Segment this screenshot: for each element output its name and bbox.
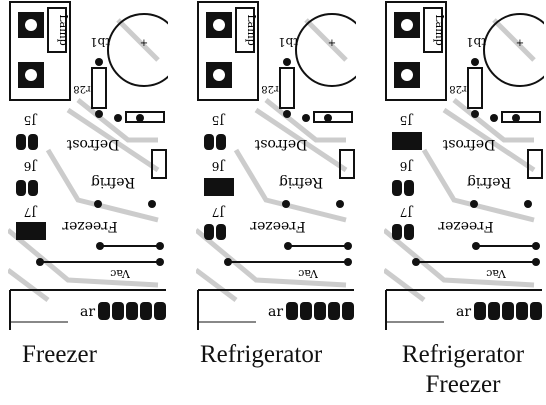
freezer-label: Freezer <box>250 218 306 234</box>
tb1-label: tb1 <box>278 35 298 49</box>
j5-label: J5 <box>212 113 226 127</box>
board-panel-refrigerator-freezer: Lamp + tb1 r28 J5 Defrost J6 Refrig J7 F… <box>384 0 544 332</box>
connector-pins <box>474 302 542 320</box>
ar-label: ar <box>456 304 471 320</box>
jumper-j7 <box>204 224 226 240</box>
circuit-board: Lamp + tb1 r28 J5 Defrost J6 Refrig J7 F… <box>196 1 356 330</box>
refrig-label: Refrig <box>467 174 511 190</box>
lamp-label: Lamp <box>57 14 70 45</box>
refrig-label: Refrig <box>279 174 323 190</box>
resistor <box>91 67 107 109</box>
caption-freezer: Freezer <box>22 340 97 370</box>
jumper-j5 <box>16 134 38 150</box>
tb1-label: tb1 <box>466 35 486 49</box>
circuit-board: Lamp + tb1 r28 J5 Defrost J6 Refrig J7 F… <box>384 1 544 330</box>
jumper-j6 <box>16 180 38 196</box>
refrig-label: Refrig <box>91 174 135 190</box>
pcb-traces <box>8 18 160 302</box>
freezer-label: Freezer <box>62 218 118 234</box>
board-panel-freezer: Lamp + tb1 r28 J5 Defrost J6 Refrig <box>8 0 168 332</box>
j7-label: J7 <box>400 205 414 219</box>
defrost-label: Defrost <box>442 136 495 152</box>
jumper-j6 <box>204 178 234 196</box>
caption-line: Refrigerator <box>200 341 323 368</box>
vac-label: Vac <box>110 267 131 280</box>
r28-label: r28 <box>261 83 279 94</box>
connector-pins <box>98 302 166 320</box>
jumper-j7 <box>16 222 46 240</box>
jumper-cap <box>16 222 46 240</box>
circuit-board: Lamp + tb1 r28 J5 Defrost J6 Refrig <box>8 1 168 330</box>
capacitor <box>107 13 168 87</box>
board-panel-refrigerator: Lamp + tb1 r28 J5 Defrost J6 Refrig J7 F… <box>196 0 356 332</box>
caption-refrigerator-freezer: Refrigerator Freezer <box>388 340 538 400</box>
freezer-label: Freezer <box>438 218 494 234</box>
defrost-label: Defrost <box>254 136 307 152</box>
j6-label: J6 <box>400 159 414 173</box>
pcb-traces <box>384 18 536 302</box>
caption-line: Freezer <box>425 371 501 398</box>
ar-label: ar <box>80 304 95 320</box>
j6-label: J6 <box>24 159 38 173</box>
caption-line: Refrigerator <box>401 341 525 368</box>
caption-line: Freezer <box>22 341 97 368</box>
r28-label: r28 <box>73 83 91 94</box>
defrost-label: Defrost <box>66 136 119 152</box>
pcb-traces <box>196 18 348 302</box>
capacitor <box>295 13 356 87</box>
jumper-j5 <box>392 132 422 150</box>
jumper-j5 <box>204 134 226 150</box>
connector-pins <box>286 302 354 320</box>
jumper-j7 <box>392 224 414 240</box>
r28-label: r28 <box>449 83 467 94</box>
svg-text:+: + <box>328 38 336 49</box>
lamp-label: Lamp <box>245 14 258 45</box>
tb1-label: tb1 <box>90 35 110 49</box>
resistor <box>279 67 295 109</box>
j5-label: J5 <box>24 113 38 127</box>
j6-label: J6 <box>212 159 226 173</box>
vac-label: Vac <box>486 267 507 280</box>
capacitor <box>483 13 544 87</box>
lamp-block <box>385 1 447 101</box>
j7-label: J7 <box>24 205 38 219</box>
vac-label: Vac <box>298 267 319 280</box>
resistor <box>467 67 483 109</box>
lamp-label: Lamp <box>433 14 446 45</box>
svg-text:+: + <box>516 38 524 49</box>
ar-label: ar <box>268 304 283 320</box>
jumper-cap <box>204 178 234 196</box>
jumper-j6 <box>392 180 414 196</box>
caption-refrigerator: Refrigerator <box>200 340 322 370</box>
svg-text:+: + <box>140 38 148 49</box>
lamp-block <box>197 1 259 101</box>
jumper-cap <box>392 132 422 150</box>
j7-label: J7 <box>212 205 226 219</box>
j5-label: J5 <box>400 113 414 127</box>
lamp-block <box>9 1 71 101</box>
